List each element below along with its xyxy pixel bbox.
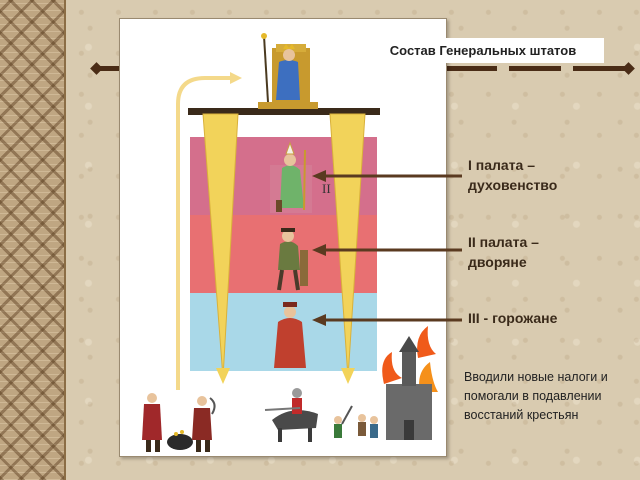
townsman-figure-icon <box>274 302 306 368</box>
rule-right-2 <box>509 66 561 71</box>
rule-right-3 <box>573 66 625 71</box>
funnel-right <box>329 113 366 384</box>
pointer-arrow-clergy <box>312 170 462 182</box>
ladder-label: II <box>322 181 331 196</box>
noble-figure-icon <box>277 228 308 291</box>
estates-role-note: Вводили новые налоги и помогали в подавл… <box>464 370 608 422</box>
funnel-left <box>202 113 239 384</box>
king-figure-icon <box>261 33 310 103</box>
peasants-icon <box>142 393 216 452</box>
estate-label-townspeople: III - горожане <box>468 310 558 326</box>
burning-castle-icon <box>382 326 438 440</box>
clergy-figure-icon <box>270 141 312 213</box>
estate-label-nobility: II палата – дворяне <box>468 234 539 270</box>
throne-platform <box>188 108 380 115</box>
rule-left <box>97 66 121 71</box>
knights-icon <box>264 388 378 442</box>
estate-label-clergy: I палата – духовенство <box>468 157 558 193</box>
decorative-border <box>0 0 66 480</box>
pointer-arrow-nobility <box>312 244 462 256</box>
rule-right-1 <box>445 66 497 71</box>
diagram-title: Состав Генеральных штатов <box>362 38 604 63</box>
ascent-arrow <box>176 76 230 390</box>
pointer-arrow-townspeople <box>312 314 462 326</box>
